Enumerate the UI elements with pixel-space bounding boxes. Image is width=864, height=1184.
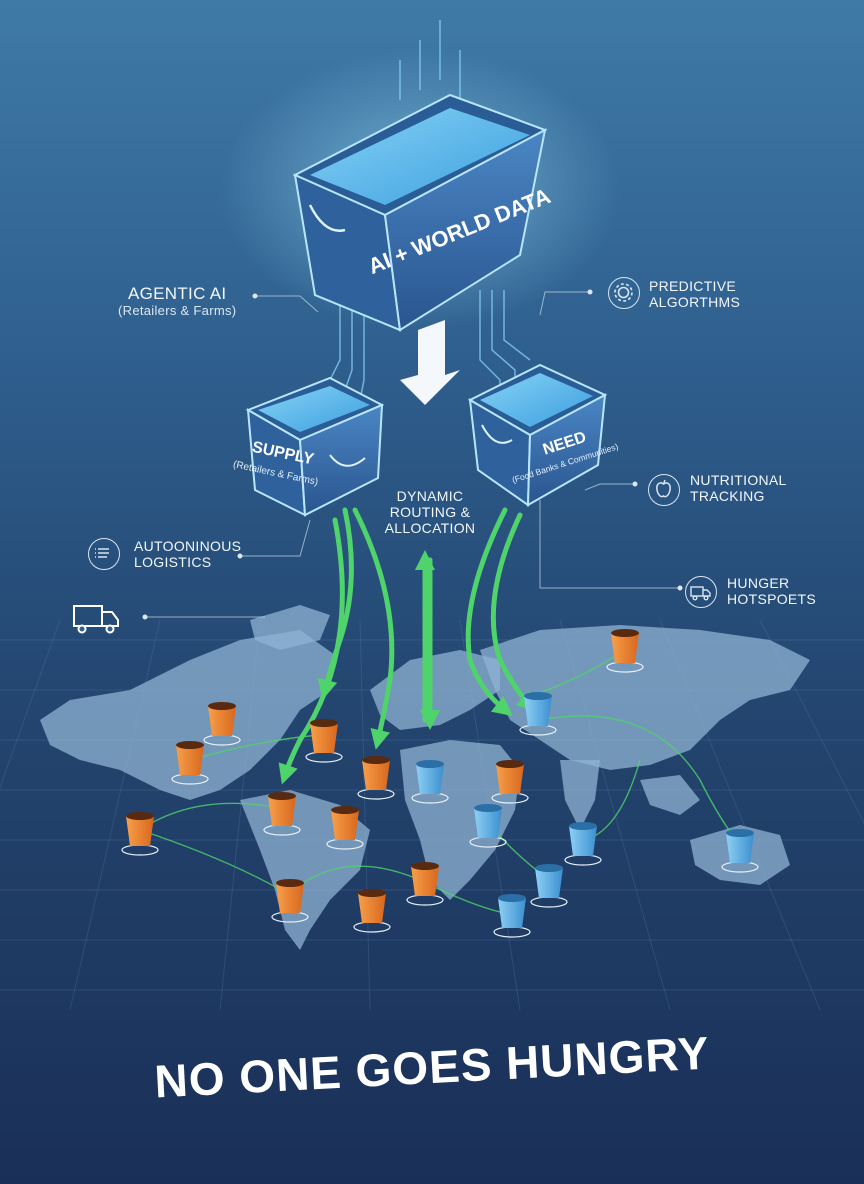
continent-north-america [40, 630, 335, 800]
logistics-title-1: AUTOONINOUS [134, 538, 242, 554]
supply-bucket [491, 760, 529, 804]
flow-arrow-3 [278, 517, 345, 785]
continent-india [560, 760, 600, 830]
predictive-title-1: PREDICTIVE [649, 278, 737, 294]
supply-bucket [203, 702, 241, 746]
need-buckets [411, 692, 759, 938]
flow-arrow-4 [465, 507, 513, 717]
continent-se-asia [640, 775, 700, 815]
supply-bucket [271, 879, 309, 923]
flow-arrow-2 [352, 507, 395, 750]
world-map [40, 605, 810, 950]
supply-bucket [171, 741, 209, 785]
logistics-title-2: LOGISTICS [134, 554, 212, 571]
hunger-callout: HUNGER HOTSPOETS [727, 575, 816, 607]
need-bucket [411, 760, 449, 804]
supply-bucket [263, 792, 301, 836]
down-arrow-icon [400, 320, 460, 405]
need-bucket [519, 692, 557, 736]
agentic-ai-title: AGENTIC AI [127, 284, 227, 303]
routing-label-3: ALLOCATION [384, 520, 476, 537]
callout-dots [142, 289, 683, 620]
routing-label: DYNAMIC ROUTING & ALLOCATION [380, 488, 480, 536]
flow-arrows [278, 507, 538, 785]
need-bin: NEED (Food Banks & Communities) [467, 363, 620, 507]
hunger-title-1: HUNGER [727, 575, 790, 591]
truck-icon [685, 576, 717, 608]
logistics-callout: AUTOONINOUS LOGISTICS [134, 538, 241, 570]
supply-buckets [121, 629, 644, 933]
flow-arrow-5 [490, 512, 538, 713]
continent-asia [480, 625, 810, 770]
callout-leaders [145, 291, 680, 618]
supply-bucket [353, 889, 391, 933]
routing-label-1: DYNAMIC [396, 488, 464, 504]
agentic-ai-sub: (Retailers & Farms) [118, 302, 237, 318]
apple-icon [648, 474, 680, 506]
routing-label-2: ROUTING & [389, 504, 471, 521]
need-bucket [469, 804, 507, 848]
supply-bucket [606, 629, 644, 673]
top-bin: AI + WORLD DATA [292, 93, 554, 332]
nutritional-title-2: TRACKING [690, 488, 765, 505]
supply-bucket [305, 719, 343, 763]
agentic-ai-callout: AGENTIC AI (Retailers & Farms) [118, 284, 236, 318]
nutritional-title-1: NUTRITIONAL [690, 472, 787, 488]
supply-bucket [357, 756, 395, 800]
need-bucket [721, 829, 759, 873]
continent-europe [370, 650, 500, 730]
supply-bucket [406, 862, 444, 906]
nutritional-callout: NUTRITIONAL TRACKING [690, 472, 787, 504]
need-bucket [564, 822, 602, 866]
predictive-title-2: ALGORTHMS [649, 294, 741, 311]
predictive-callout: PREDICTIVE ALGORTHMS [649, 278, 740, 310]
supply-bucket [326, 806, 364, 850]
need-bucket [493, 894, 531, 938]
supply-bucket [121, 812, 159, 856]
continent-greenland [250, 605, 330, 650]
delivery-truck-icon [73, 605, 119, 634]
gear-icon [608, 277, 640, 309]
need-bucket [530, 864, 568, 908]
hunger-title-2: HOTSPOETS [727, 591, 817, 608]
list-icon [88, 538, 120, 570]
supply-bin: SUPPLY (Retailers & Farms) [232, 376, 385, 517]
